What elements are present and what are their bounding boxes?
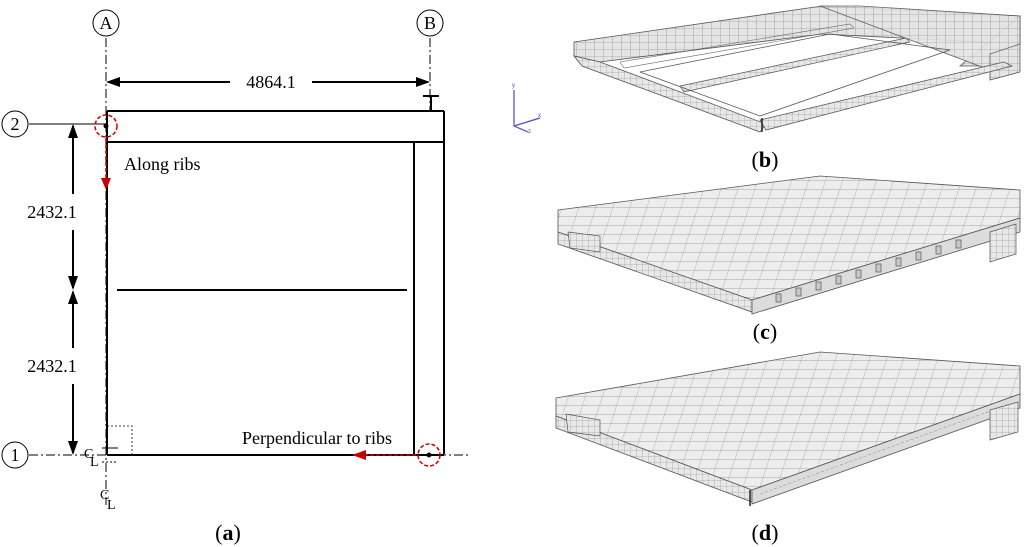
load-point-bottom — [417, 443, 441, 467]
load-point-dot-top — [103, 123, 109, 129]
svg-text:2432.1: 2432.1 — [27, 356, 77, 376]
centerline-symbol-grid1: C L — [84, 447, 99, 470]
grid-bubble-b: B — [416, 9, 444, 37]
label-perpendicular-to-ribs: Perpendicular to ribs — [242, 428, 392, 448]
load-point-dot-bottom — [426, 452, 432, 458]
panel-label-b: (b) — [752, 147, 779, 172]
grid-bubble-2: 2 — [1, 110, 29, 138]
panel-label-a: (a) — [215, 520, 241, 545]
dimension-vertical-upper: 2432.1 — [24, 124, 86, 290]
svg-text:2432.1: 2432.1 — [27, 202, 77, 222]
grid-bubble-1: 1 — [1, 441, 29, 469]
full-slab-mesh-model — [555, 351, 1021, 506]
corner-marker — [102, 447, 118, 463]
panel-label-d: (d) — [752, 520, 779, 545]
arrow-along-ribs — [101, 138, 111, 190]
svg-text:B: B — [424, 13, 436, 33]
axis-triad-icon: y x z — [512, 83, 541, 135]
slab-outline — [106, 110, 445, 456]
arrow-perpendicular-to-ribs — [352, 450, 418, 460]
svg-text:C: C — [84, 447, 93, 462]
dimension-horizontal: 4864.1 — [106, 68, 430, 94]
svg-text:4864.1: 4864.1 — [246, 72, 296, 92]
svg-text:x: x — [538, 113, 541, 119]
svg-text:A: A — [100, 13, 113, 33]
plan-view: A B 2 1 4864.1 2432.1 — [1, 9, 470, 513]
load-point-top — [94, 114, 118, 138]
svg-text:1: 1 — [11, 445, 20, 465]
svg-text:2: 2 — [11, 114, 20, 134]
i-section-icon — [423, 95, 439, 112]
corner-detail-box — [106, 425, 133, 456]
svg-text:y: y — [512, 83, 515, 89]
svg-text:C: C — [100, 488, 109, 503]
svg-text:L: L — [107, 498, 116, 513]
centerline-symbol-bottom: C L — [100, 488, 116, 513]
panel-label-c: (c) — [753, 319, 777, 344]
svg-text:z: z — [528, 129, 531, 135]
frame-mesh-model — [572, 5, 1021, 133]
svg-text:L: L — [90, 455, 99, 470]
label-along-ribs: Along ribs — [124, 154, 201, 174]
grid-bubble-a: A — [92, 9, 120, 37]
dimension-vertical-lower: 2432.1 — [24, 290, 86, 455]
ribbed-slab-mesh-model — [557, 175, 1021, 315]
